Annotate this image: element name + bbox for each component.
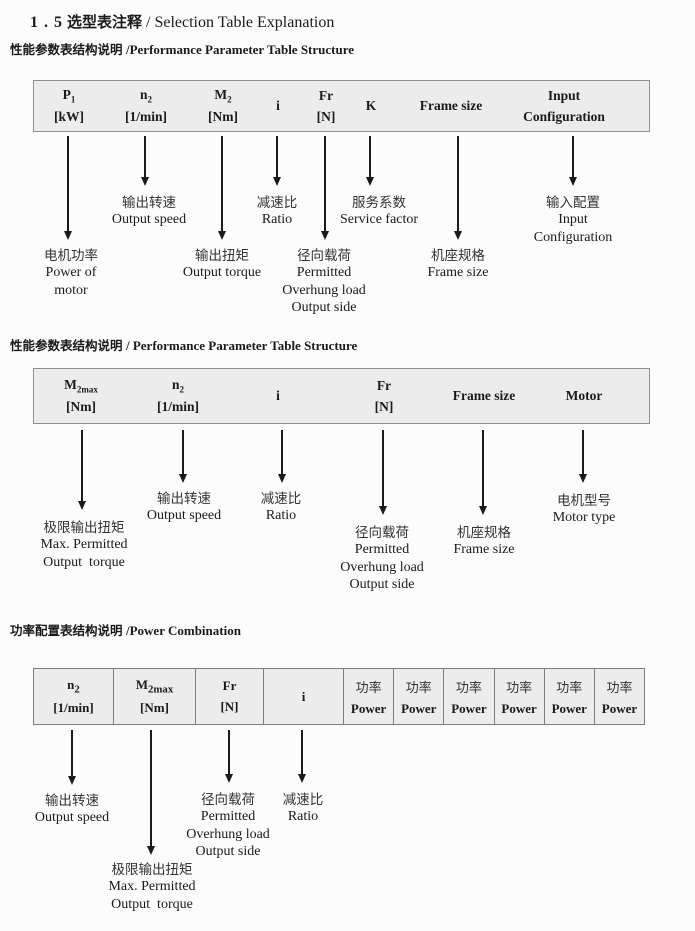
col-frame-size: Frame size [452, 388, 516, 403]
arrow-fr [378, 430, 388, 515]
arrow-m2max [77, 430, 87, 510]
col-frame-size: Frame size [419, 98, 483, 113]
section1-heading-en: /Performance Parameter Table Structure [125, 42, 355, 57]
section2-heading-zh: 性能参数表结构说明 [10, 339, 126, 353]
col-p1: P1[kW] [54, 86, 84, 125]
arrow-p1 [63, 136, 73, 240]
section3-heading: 功率配置表结构说明 /Power Combination [10, 620, 241, 639]
arrow-n2 [178, 430, 188, 483]
col-m2: M2[Nm] [208, 86, 238, 125]
section1-heading: 性能参数表结构说明 /Performance Parameter Table S… [10, 39, 354, 58]
col-fr: Fr[N] [374, 377, 394, 414]
performance-table-1-header: P1[kW] n2[1/min] M2[Nm] i Fr[N] K Frame … [33, 80, 650, 132]
arrow-motor [578, 430, 588, 483]
arrow-n2 [140, 136, 150, 186]
arrow-frame-size [453, 136, 463, 240]
performance-table-2-header: M2max[Nm] n2[1/min] i Fr[N] Frame size M… [33, 368, 650, 424]
arrow-m2 [217, 136, 227, 240]
section2-heading-en: / Performance Parameter Table Structure [125, 338, 358, 353]
col-i: i [264, 669, 344, 724]
arrow-m2max [146, 730, 156, 855]
arrow-k [365, 136, 375, 186]
col-fr: Fr[N] [196, 669, 264, 724]
col-i: i [276, 388, 280, 403]
section-number: 1 . 5 [30, 14, 63, 31]
page-title-zh: 选型表注释 [67, 14, 143, 31]
arrow-input-config [568, 136, 578, 186]
arrow-fr [320, 136, 330, 240]
arrow-n2 [67, 730, 77, 785]
col-i: i [276, 98, 280, 113]
col-motor: Motor [565, 388, 603, 403]
col-m2max: M2max[Nm] [64, 376, 98, 415]
section3-heading-zh: 功率配置表结构说明 [10, 624, 126, 638]
section1-heading-zh: 性能参数表结构说明 [10, 43, 126, 57]
section2-heading: 性能参数表结构说明 / Performance Parameter Table … [10, 335, 357, 354]
col-k: K [365, 98, 377, 113]
arrow-i [297, 730, 307, 783]
col-n2: n2[1/min] [34, 669, 114, 724]
arrow-i [277, 430, 287, 483]
col-n2: n2[1/min] [157, 376, 199, 415]
col-n2: n2[1/min] [125, 86, 167, 125]
page-title-en: / Selection Table Explanation [146, 14, 335, 31]
col-fr: Fr[N] [316, 87, 336, 124]
page-title: 1 . 5 选型表注释 / Selection Table Explanatio… [30, 11, 334, 32]
arrow-frame-size [478, 430, 488, 515]
section3-heading-en: /Power Combination [125, 623, 241, 638]
col-m2max: M2max[Nm] [114, 669, 196, 724]
arrow-fr [224, 730, 234, 783]
arrow-i [272, 136, 282, 186]
